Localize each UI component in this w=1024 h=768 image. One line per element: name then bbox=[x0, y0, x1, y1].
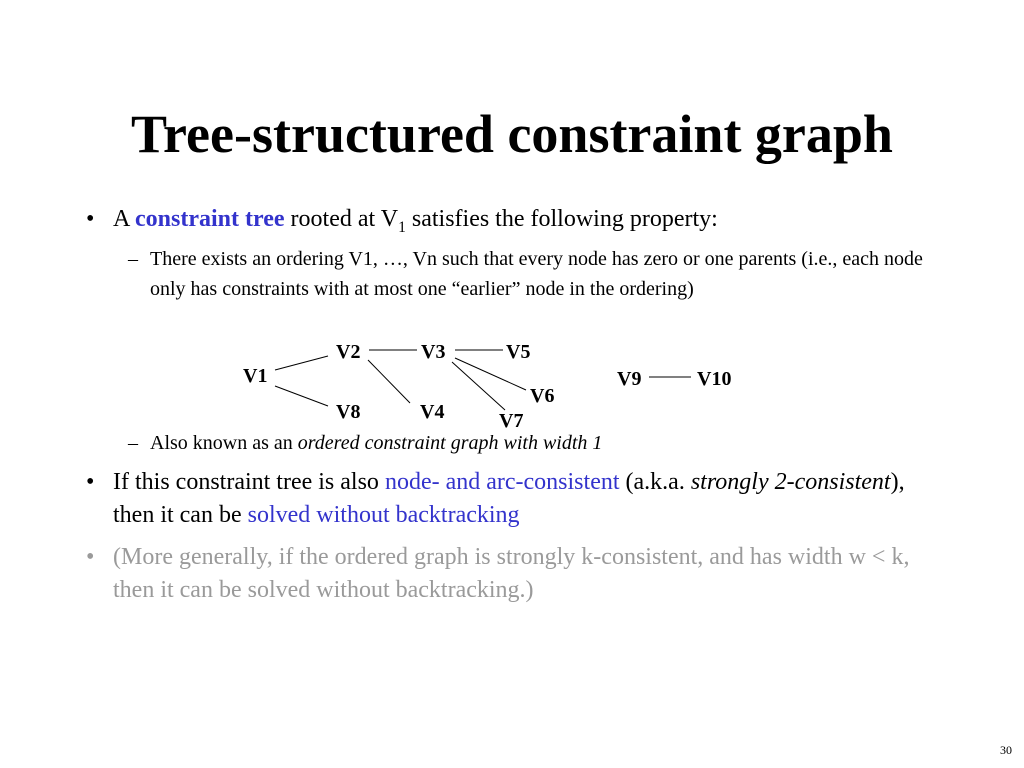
term-constraint-tree: constraint tree bbox=[135, 206, 285, 232]
node-v8: V8 bbox=[336, 401, 360, 423]
bullet2-prefix: If this constraint tree is also bbox=[113, 469, 385, 495]
node-v4: V4 bbox=[420, 401, 444, 423]
page-number: 30 bbox=[1000, 743, 1012, 757]
node-v2: V2 bbox=[336, 341, 360, 363]
subbullet-also-known: – Also known as an ordered constraint gr… bbox=[128, 428, 928, 458]
subbullet-also-known-prefix: Also known as an bbox=[150, 432, 298, 454]
edge-v2-v4 bbox=[367, 359, 411, 404]
bullet-more-generally: • (More generally, if the ordered graph … bbox=[86, 541, 946, 607]
term-node-arc-consistent: node- and arc-consistent bbox=[384, 469, 620, 495]
bullet-mark: • bbox=[86, 206, 95, 232]
node-v1: V1 bbox=[243, 365, 267, 387]
subbullet-ordering-text: There exists an ordering V1, …, Vn such … bbox=[150, 248, 923, 300]
bullet1-subscript: 1 bbox=[398, 218, 406, 236]
bullet1-suffix: satisfies the following property: bbox=[405, 206, 718, 232]
node-v5: V5 bbox=[506, 341, 530, 363]
node-v6: V6 bbox=[530, 385, 554, 407]
dash-mark: – bbox=[128, 432, 138, 454]
bullet1-prefix: A bbox=[113, 206, 136, 232]
node-v9: V9 bbox=[617, 368, 641, 390]
bullet-mark: • bbox=[86, 469, 95, 495]
bullet2-middle2: ), then it can be bbox=[113, 469, 905, 528]
term-ordered-constraint-graph: ordered constraint graph with width 1 bbox=[297, 432, 603, 454]
bullet1-middle: rooted at V bbox=[284, 206, 399, 232]
graph-edges bbox=[274, 349, 691, 411]
term-strongly-2-consistent: strongly 2-consistent bbox=[690, 469, 891, 495]
dash-mark: – bbox=[128, 248, 138, 270]
edge-v1-v2 bbox=[274, 355, 329, 371]
bullet-arc-consistent: • If this constraint tree is also node- … bbox=[86, 466, 946, 532]
subbullet-ordering: – There exists an ordering V1, …, Vn suc… bbox=[128, 244, 928, 304]
bullet-more-generally-text: (More generally, if the ordered graph is… bbox=[113, 544, 910, 603]
edge-v3-v6 bbox=[454, 357, 527, 391]
bullet2-middle: (a.k.a. bbox=[619, 469, 691, 495]
term-solved-without-backtracking: solved without backtracking bbox=[247, 502, 520, 528]
edge-v1-v8 bbox=[274, 385, 329, 407]
graph-nodes: V1 V2 V3 V4 V5 V6 V7 V8 V9 V10 bbox=[243, 341, 731, 432]
edge-v3-v7 bbox=[451, 361, 506, 411]
node-v10: V10 bbox=[697, 368, 731, 390]
slide-title: Tree-structured constraint graph bbox=[131, 104, 893, 164]
node-v3: V3 bbox=[421, 341, 445, 363]
bullet-mark: • bbox=[86, 544, 95, 570]
bullet-constraint-tree: • A constraint tree rooted at V1 satisfi… bbox=[86, 203, 946, 236]
